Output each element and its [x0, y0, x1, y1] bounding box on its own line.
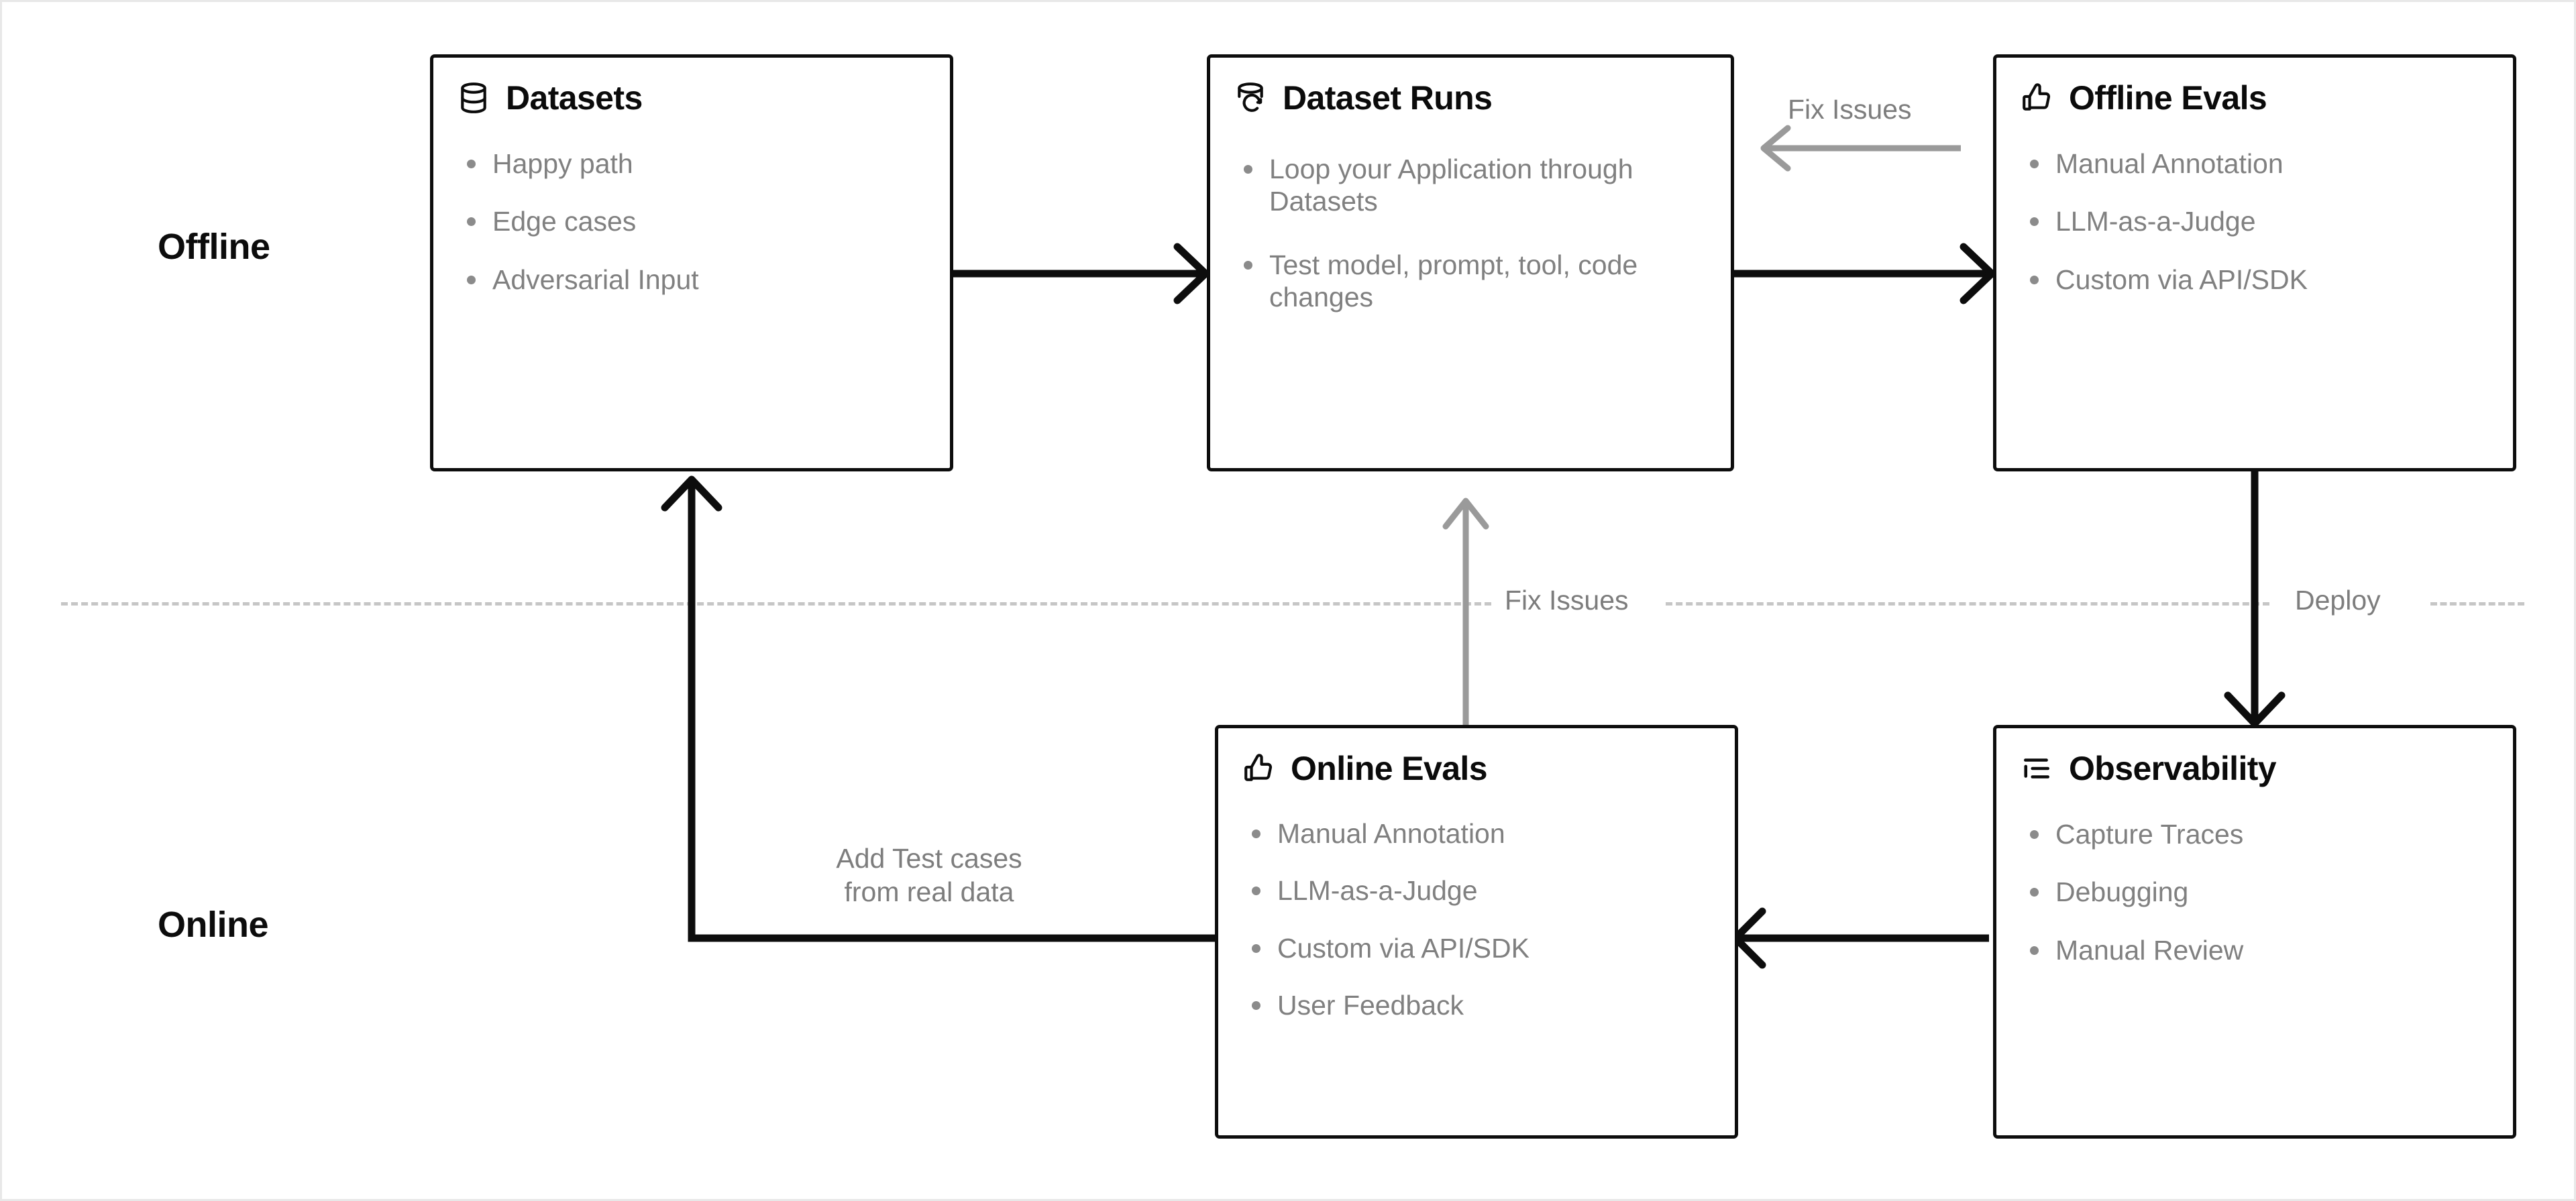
section-label-offline: Offline — [158, 227, 270, 267]
node-observability[interactable]: Observability Capture Traces Debugging M… — [1993, 725, 2516, 1139]
node-online-evals[interactable]: Online Evals Manual Annotation LLM-as-a-… — [1215, 725, 1738, 1139]
edge-label-add-test-cases-line2: from real data — [844, 876, 1014, 908]
list-item: Debugging — [2025, 876, 2490, 908]
arrow-fix-issues-online-to-runs — [1442, 498, 1489, 725]
list-item: Capture Traces — [2025, 818, 2490, 850]
node-bullet-list: Manual Annotation LLM-as-a-Judge Custom … — [1241, 817, 1712, 1022]
list-item: Adversarial Input — [462, 264, 927, 296]
node-header: Online Evals — [1241, 744, 1712, 793]
database-icon — [456, 80, 491, 115]
list-item: Test model, prompt, tool, code changes — [1238, 249, 1708, 314]
divider-line-right — [2430, 602, 2524, 606]
section-label-online: Online — [158, 905, 269, 945]
thumbs-up-icon — [2019, 80, 2054, 115]
node-bullet-list: Manual Annotation LLM-as-a-Judge Custom … — [2019, 148, 2490, 296]
list-item: Loop your Application through Datasets — [1238, 153, 1708, 218]
node-header: Datasets — [456, 74, 927, 122]
node-title: Datasets — [506, 79, 643, 117]
list-item: Custom via API/SDK — [2025, 264, 2490, 296]
node-dataset-runs[interactable]: Dataset Runs Loop your Application throu… — [1207, 54, 1734, 471]
arrow-observability-to-online-evals — [1731, 907, 1989, 969]
list-item: Custom via API/SDK — [1246, 932, 1712, 964]
divider-label-deploy: Deploy — [2295, 585, 2381, 616]
node-datasets[interactable]: Datasets Happy path Edge cases Adversari… — [430, 54, 953, 471]
arrow-fix-issues-offline-to-runs — [1760, 125, 1961, 172]
node-title: Online Evals — [1291, 750, 1488, 787]
divider-line-middle — [1666, 602, 2269, 606]
node-header: Observability — [2019, 744, 2490, 793]
list-item: Manual Review — [2025, 934, 2490, 966]
arrow-dataset-runs-to-offline-evals — [1734, 243, 1996, 304]
list-item: User Feedback — [1246, 989, 1712, 1021]
arrow-deploy-offline-evals-to-observability — [2224, 471, 2286, 728]
list-item: Manual Annotation — [2025, 148, 2490, 180]
node-header: Dataset Runs — [1233, 74, 1708, 122]
node-title: Offline Evals — [2069, 79, 2267, 117]
list-tree-icon — [2019, 751, 2054, 786]
list-item: LLM-as-a-Judge — [1246, 874, 1712, 907]
database-refresh-icon — [1233, 80, 1268, 115]
node-bullet-list: Loop your Application through Datasets T… — [1233, 153, 1708, 314]
list-item: Manual Annotation — [1246, 817, 1712, 850]
node-title: Observability — [2069, 750, 2277, 787]
list-item: Happy path — [462, 148, 927, 180]
list-item: LLM-as-a-Judge — [2025, 205, 2490, 237]
divider-label-fix-issues: Fix Issues — [1505, 585, 1629, 616]
edge-label-add-test-cases-line1: Add Test cases — [836, 843, 1022, 874]
node-offline-evals[interactable]: Offline Evals Manual Annotation LLM-as-a… — [1993, 54, 2516, 471]
arrow-datasets-to-dataset-runs — [953, 243, 1210, 304]
node-header: Offline Evals — [2019, 74, 2490, 122]
edge-label-fix-issues-top: Fix Issues — [1788, 94, 1912, 125]
edge-label-add-test-cases: Add Test cases from real data — [815, 842, 1043, 909]
list-item: Edge cases — [462, 205, 927, 237]
thumbs-up-icon — [1241, 751, 1276, 786]
node-bullet-list: Capture Traces Debugging Manual Review — [2019, 818, 2490, 966]
divider-line-left — [61, 602, 1491, 606]
node-bullet-list: Happy path Edge cases Adversarial Input — [456, 148, 927, 296]
node-title: Dataset Runs — [1283, 79, 1493, 117]
